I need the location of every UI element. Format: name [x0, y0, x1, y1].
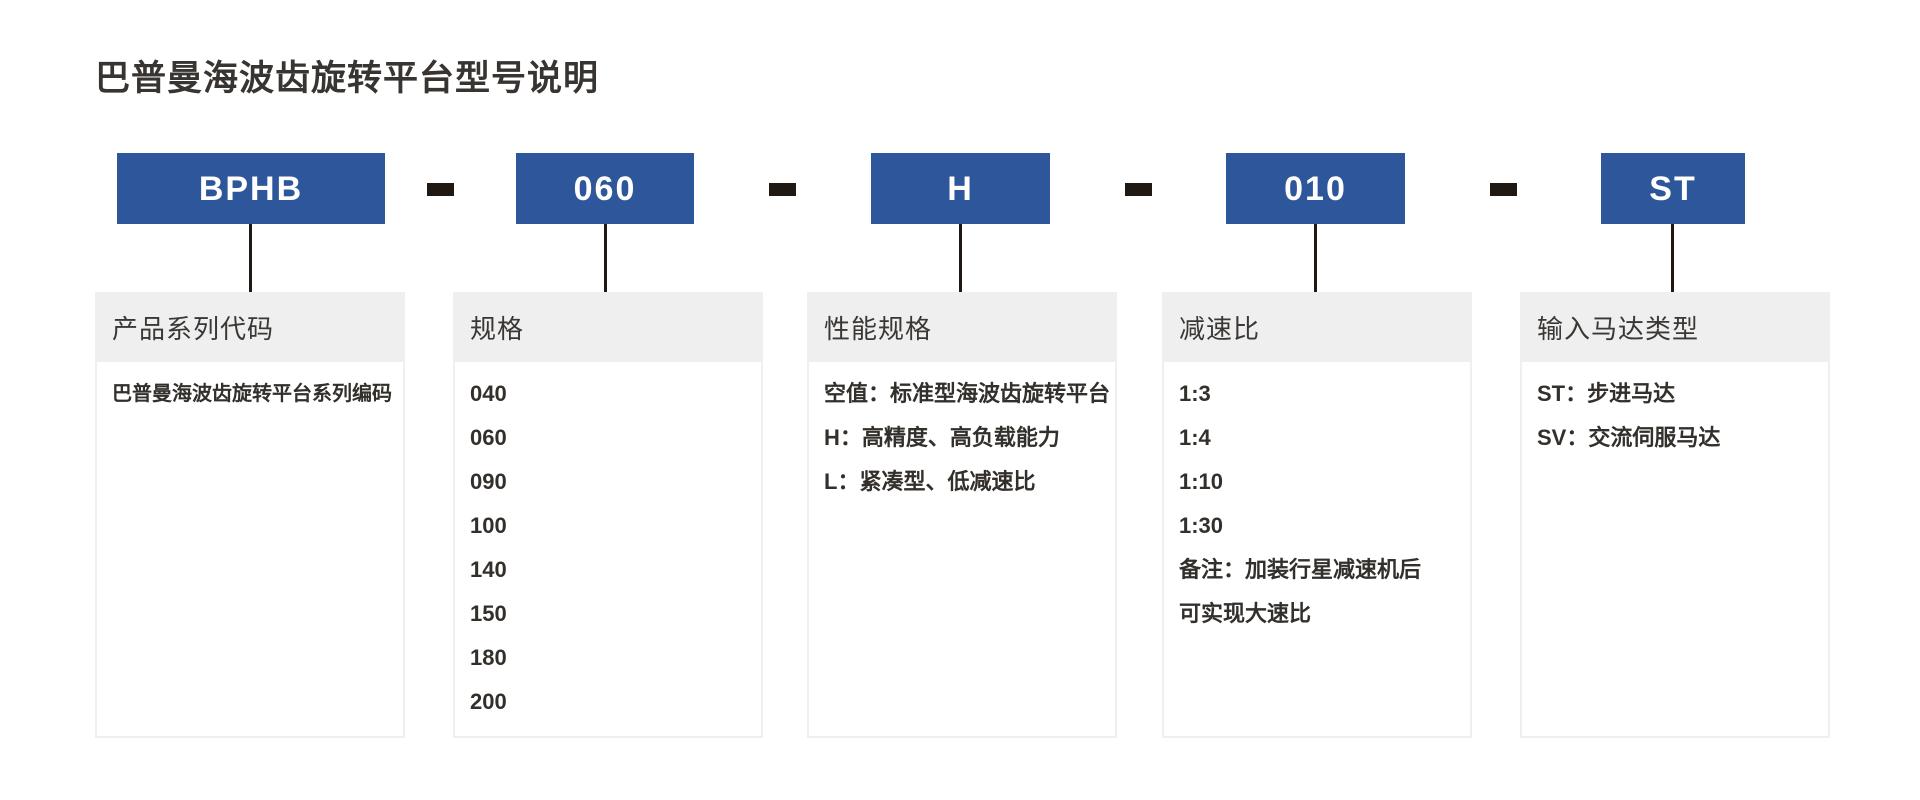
spec-card-ratio: 减速比 1:3 1:4 1:10 1:30 备注：加装行星减速机后 可实现大速比 [1162, 292, 1472, 738]
connector-line [1314, 224, 1317, 292]
model-code-label-size: 060 [573, 169, 637, 208]
spec-card-header: 输入马达类型 [1520, 292, 1830, 362]
spec-card-line: 1:30 [1179, 513, 1224, 538]
spec-card-body: 1:3 1:4 1:10 1:30 备注：加装行星减速机后 可实现大速比 [1162, 362, 1472, 738]
spec-card-line: 备注：加装行星减速机后 [1179, 557, 1422, 582]
spec-card-header: 减速比 [1162, 292, 1472, 362]
spec-card-header: 性能规格 [807, 292, 1117, 362]
spec-card-line: 1:10 [1179, 469, 1224, 494]
spec-card-line: 1:4 [1179, 425, 1211, 450]
model-code-box-performance: H [871, 153, 1050, 224]
page-title: 巴普曼海波齿旋转平台型号说明 [95, 59, 600, 98]
spec-card-line: 巴普曼海波齿旋转平台系列编码 [112, 383, 392, 405]
spec-card-header: 规格 [453, 292, 763, 362]
spec-card-line: 150 [470, 601, 507, 626]
spec-card-line: 060 [470, 425, 507, 450]
spec-card-line: H：高精度、高负载能力 [824, 425, 1060, 450]
spec-card-line: 090 [470, 469, 507, 494]
model-code-box-ratio: 010 [1226, 153, 1405, 224]
spec-card-line: 1:3 [1179, 381, 1211, 406]
dash-icon: - [1490, 183, 1517, 196]
connector-line [959, 224, 962, 292]
spec-card-performance: 性能规格 空值：标准型海波齿旋转平台 H：高精度、高负载能力 L：紧凑型、低减速… [807, 292, 1117, 738]
model-code-label-series: BPHB [198, 169, 304, 208]
spec-card-line: 100 [470, 513, 507, 538]
dash-icon: - [1125, 183, 1152, 196]
spec-card-line: 180 [470, 645, 507, 670]
spec-card-size: 规格 040 060 090 100 140 150 180 200 [453, 292, 763, 738]
connector-line [249, 224, 252, 292]
spec-card-line: 200 [470, 689, 507, 714]
model-code-box-series: BPHB [117, 153, 385, 224]
dash-icon: - [427, 183, 454, 196]
spec-card-series: 产品系列代码 巴普曼海波齿旋转平台系列编码 [95, 292, 405, 738]
model-code-label-motor: ST [1649, 169, 1697, 208]
spec-card-header: 产品系列代码 [95, 292, 405, 362]
connector-line [604, 224, 607, 292]
spec-card-line: ST：步进马达 [1537, 381, 1676, 406]
spec-card-line: L：紧凑型、低减速比 [824, 469, 1036, 494]
model-code-label-performance: H [947, 169, 974, 208]
spec-card-line: 040 [470, 381, 507, 406]
connector-line [1671, 224, 1674, 292]
spec-card-body: 040 060 090 100 140 150 180 200 [453, 362, 763, 738]
spec-card-line: 可实现大速比 [1179, 601, 1312, 626]
spec-card-body: 巴普曼海波齿旋转平台系列编码 [95, 362, 405, 738]
model-code-box-size: 060 [516, 153, 694, 224]
spec-card-body: 空值：标准型海波齿旋转平台 H：高精度、高负载能力 L：紧凑型、低减速比 [807, 362, 1117, 738]
dash-icon: - [769, 183, 796, 196]
model-code-box-motor: ST [1601, 153, 1745, 224]
spec-card-motor: 输入马达类型 ST：步进马达 SV：交流伺服马达 [1520, 292, 1830, 738]
spec-card-line: SV：交流伺服马达 [1537, 425, 1721, 450]
model-code-label-ratio: 010 [1284, 169, 1347, 208]
spec-card-line: 空值：标准型海波齿旋转平台 [824, 381, 1111, 406]
spec-card-body: ST：步进马达 SV：交流伺服马达 [1520, 362, 1830, 738]
spec-card-line: 140 [470, 557, 507, 582]
